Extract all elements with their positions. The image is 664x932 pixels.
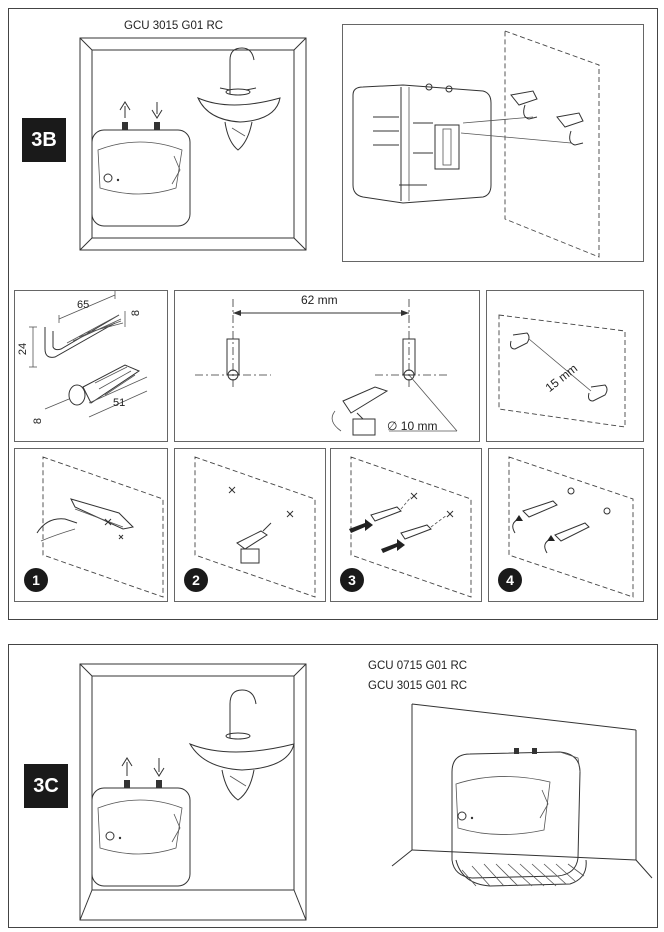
mounting-view-panel (342, 24, 644, 262)
section-3b-badge: 3B (22, 118, 66, 162)
step-2-number: 2 (184, 568, 208, 592)
hole-spacing-dimension: 62 mm (301, 293, 338, 307)
hook-gap-drawing (498, 314, 626, 428)
step-2-drawing (194, 456, 316, 598)
hook-diameter-dimension: 8 (130, 309, 143, 317)
room-scene-3b (79, 37, 307, 251)
plug-diameter-dimension: 8 (32, 417, 45, 425)
model-label-3c-2: GCU 3015 G01 RC (368, 680, 468, 692)
model-label-3b: GCU 3015 G01 RC (124, 20, 224, 32)
step-1-number: 1 (24, 568, 48, 592)
hole-spacing-drawing (195, 299, 458, 436)
hook-and-plug-drawing (29, 291, 148, 418)
floor-install-view (390, 700, 653, 922)
model-label-3c-1: GCU 0715 G01 RC (368, 660, 468, 672)
step-1-drawing (36, 456, 164, 598)
step-4-number: 4 (498, 568, 522, 592)
hook-gap-panel: 15 mm (486, 290, 644, 442)
drill-diameter-dimension: ∅ 10 mm (387, 419, 438, 433)
step-3-number: 3 (340, 568, 364, 592)
step-4-drawing (508, 456, 634, 598)
room-scene-3b-drawing (79, 37, 307, 251)
mounting-view-drawing (352, 30, 600, 258)
plug-length-dimension: 51 (113, 397, 126, 409)
room-scene-3c-drawing (79, 663, 307, 921)
room-scene-3c (79, 663, 307, 921)
section-3c-badge: 3C (24, 764, 68, 808)
step-3-panel (330, 448, 482, 602)
hole-spacing-panel: 62 mm ∅ 10 mm (174, 290, 480, 442)
floor-install-drawing (391, 703, 653, 887)
hook-height-dimension: 24 (17, 342, 30, 356)
step-3-drawing (349, 456, 472, 598)
hook-length-dimension: 65 (77, 299, 90, 311)
drill-diameter-value: 10 mm (400, 419, 438, 433)
hardware-dimensions-panel: 65 24 8 51 8 (14, 290, 168, 442)
